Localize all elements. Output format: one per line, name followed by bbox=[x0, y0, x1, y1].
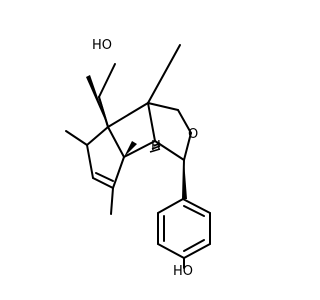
hydroxyl-label-top: HO bbox=[92, 38, 112, 53]
bond-o-c11 bbox=[183, 132, 192, 161]
bond-c9-c10 bbox=[107, 102, 149, 128]
bond-c11-c8 bbox=[154, 140, 185, 161]
bond-c3-c4 bbox=[86, 144, 94, 179]
ring-oxygen-label: O bbox=[188, 127, 198, 142]
bond-c10-ch2oh bbox=[98, 96, 109, 128]
bond-ch2-o bbox=[177, 109, 192, 134]
bond-c8-c9 bbox=[147, 102, 156, 142]
bond-c5-c6 bbox=[112, 156, 125, 189]
bond-ar-2 bbox=[157, 198, 184, 214]
bond-c5-methyl bbox=[110, 187, 114, 215]
bond-c3-methyl bbox=[65, 130, 88, 146]
wedge-bond-ring bbox=[124, 141, 137, 157]
hydroxyl-label-bottom: HO bbox=[173, 264, 193, 279]
chemical-structure-diagram: HO H HO O bbox=[65, 38, 211, 279]
bond-c4-c5-double bbox=[95, 172, 114, 182]
bond-ar-double-3 bbox=[183, 205, 205, 217]
bond-c6-c7 bbox=[107, 126, 125, 158]
bond-ar-4 bbox=[157, 243, 185, 259]
wedge-bond-methyl-left bbox=[86, 75, 108, 127]
bond-c4-c5 bbox=[92, 177, 114, 189]
bond-ch2oh-oh bbox=[98, 63, 116, 98]
bond-c2-c3 bbox=[86, 126, 109, 146]
stereo-h-label: H bbox=[151, 139, 161, 154]
hashed-bond-h bbox=[149, 142, 161, 153]
bond-ar-double-2 bbox=[183, 239, 205, 252]
phenol-ring bbox=[157, 159, 211, 269]
bond-ar-5 bbox=[183, 243, 211, 259]
bond-c6-c8 bbox=[123, 140, 156, 158]
skeletal-bonds bbox=[65, 44, 192, 215]
bond-ar-7 bbox=[182, 198, 211, 214]
bond-c10-methyl-top bbox=[147, 44, 181, 104]
bond-c9-ch2 bbox=[147, 102, 179, 111]
wedge-bond-aryl bbox=[183, 160, 187, 199]
